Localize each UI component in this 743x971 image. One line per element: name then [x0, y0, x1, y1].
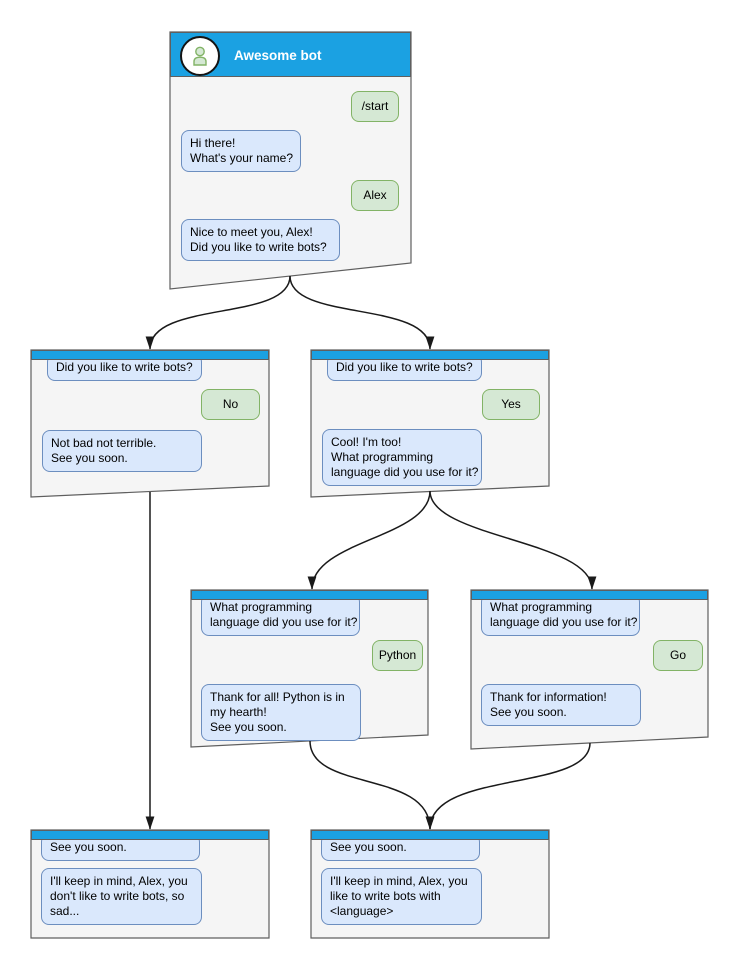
chat-window-branch-yes: Did you like to write bots? Yes Cool! I'… — [311, 350, 549, 497]
window-titlebar — [311, 830, 549, 840]
edge-yes-to-python — [307, 490, 431, 590]
bot-message-bubble: Nice to meet you, Alex! Did you like to … — [181, 219, 340, 261]
bot-message-bubble: I'll keep in mind, Alex, you like to wri… — [321, 868, 482, 925]
edge-python-to-end — [309, 740, 435, 830]
edge-start-to-no — [145, 275, 291, 350]
edge-yes-to-go — [429, 490, 597, 590]
chat-window-python: What programming language did you use fo… — [191, 590, 428, 747]
user-message-bubble: Go — [653, 640, 703, 671]
user-message-bubble: Yes — [482, 389, 540, 420]
bot-message-bubble: Cool! I'm too! What programming language… — [322, 429, 482, 486]
chat-window-branch-no: Did you like to write bots? No Not bad n… — [31, 350, 269, 497]
chat-window-end-yes: See you soon. I'll keep in mind, Alex, y… — [311, 830, 549, 938]
bot-message-bubble: Not bad not terrible. See you soon. — [42, 430, 202, 472]
user-message-bubble: /start — [351, 91, 399, 122]
user-message-bubble: Alex — [351, 180, 399, 211]
edge-go-to-end — [425, 742, 591, 830]
user-message-bubble: Python — [372, 640, 423, 671]
bot-message-bubble: I'll keep in mind, Alex, you don't like … — [41, 868, 202, 925]
chat-window-start: /start Hi there! What's your name? Alex … — [170, 32, 411, 289]
bot-message-bubble: What programming language did you use fo… — [201, 594, 360, 636]
chat-window-go: What programming language did you use fo… — [471, 590, 708, 749]
window-titlebar — [311, 350, 549, 360]
window-title: Awesome bot — [234, 48, 322, 63]
bot-message-bubble: Thank for all! Python is in my hearth! S… — [201, 684, 361, 741]
edge-start-to-yes — [289, 275, 435, 350]
window-titlebar — [191, 590, 428, 600]
bot-message-bubble: Hi there! What's your name? — [181, 130, 301, 172]
user-message-bubble: No — [201, 389, 260, 420]
bot-avatar — [180, 36, 220, 76]
person-icon — [193, 46, 207, 66]
bot-message-bubble: What programming language did you use fo… — [481, 594, 640, 636]
window-titlebar: Awesome bot — [170, 32, 411, 77]
chat-window-end-no: See you soon. I'll keep in mind, Alex, y… — [31, 830, 269, 938]
window-titlebar — [471, 590, 708, 600]
bot-message-bubble: Thank for information! See you soon. — [481, 684, 641, 726]
window-titlebar — [31, 830, 269, 840]
window-titlebar — [31, 350, 269, 360]
